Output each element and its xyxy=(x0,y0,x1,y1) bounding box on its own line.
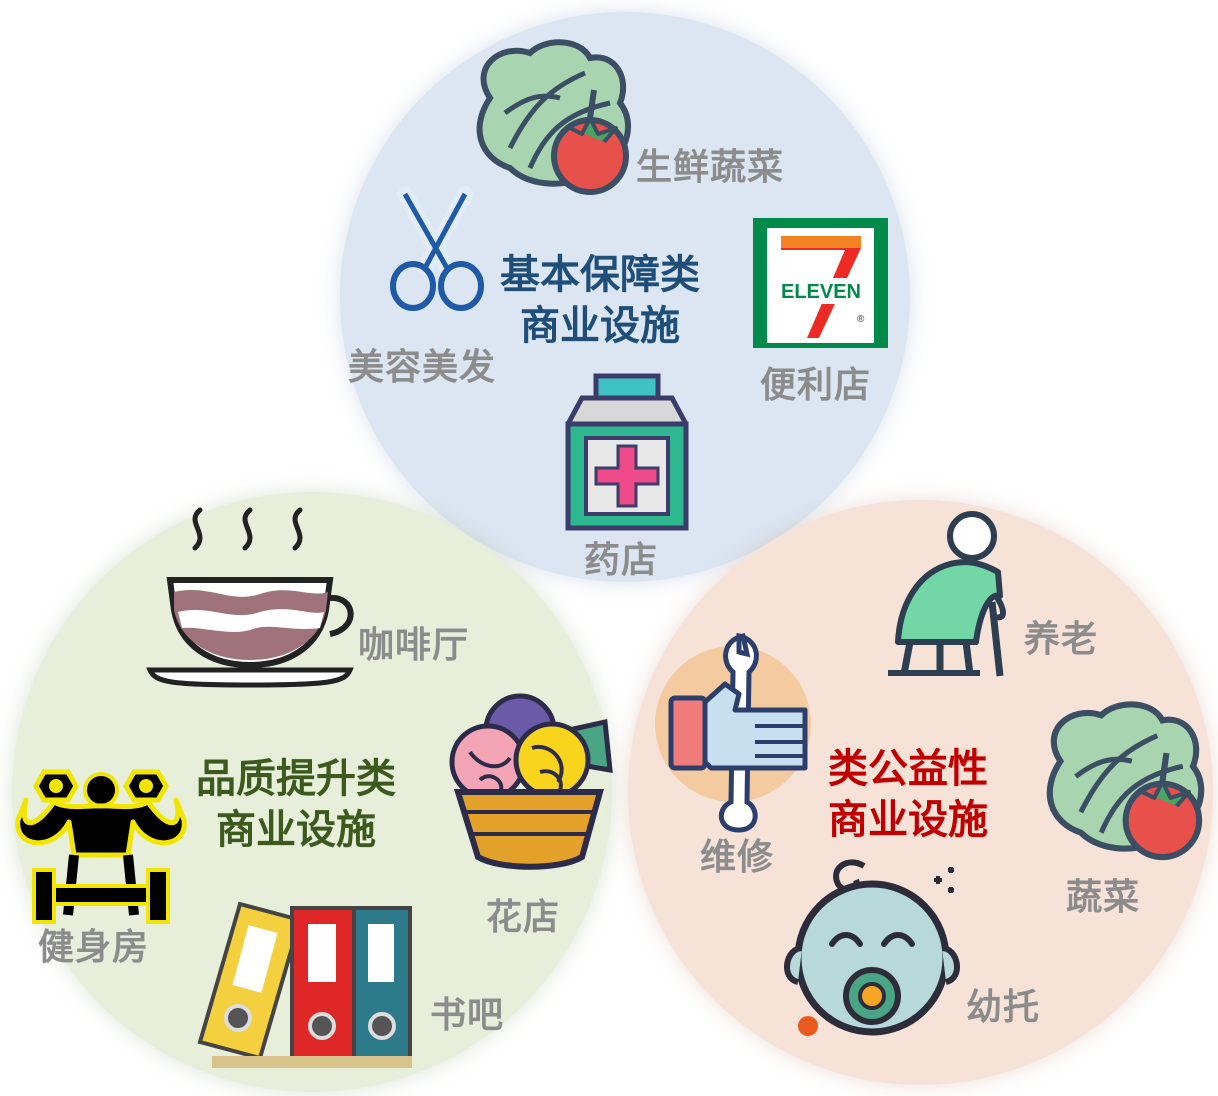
scissors-icon xyxy=(390,186,484,311)
lettuce-tomato-icon xyxy=(476,39,632,195)
welfare-group-title: 类公益性 商业设施 xyxy=(828,744,988,846)
label-pharmacy: 药店 xyxy=(584,540,659,581)
flower-basket-icon xyxy=(449,693,613,870)
quality-title-line1: 品质提升类 xyxy=(196,756,396,802)
medicine-bottle-icon xyxy=(565,373,689,531)
seven-eleven-text: ELEVEN xyxy=(781,281,861,303)
baby-icon xyxy=(784,859,960,1036)
label-florist: 花店 xyxy=(486,897,561,938)
registered-mark: ® xyxy=(857,314,865,325)
seven-eleven-logo-icon: ELEVEN ® xyxy=(753,218,888,348)
label-beauty: 美容美发 xyxy=(348,347,497,388)
coffee-cup-icon xyxy=(146,507,354,688)
binders-icon xyxy=(197,901,412,1068)
welfare-title-line1: 类公益性 xyxy=(828,746,988,792)
basic-group-title: 基本保障类 商业设施 xyxy=(500,250,700,352)
wrench-hand-icon xyxy=(655,632,811,833)
quality-title-line2: 商业设施 xyxy=(216,807,376,854)
label-gym: 健身房 xyxy=(38,927,150,968)
label-vegetables: 蔬菜 xyxy=(1066,877,1141,918)
lettuce-tomato-icon xyxy=(1046,701,1205,861)
label-childcare: 幼托 xyxy=(966,987,1041,1028)
welfare-title-line2: 商业设施 xyxy=(828,797,988,844)
elderly-person-icon xyxy=(888,511,1006,677)
label-fresh-veg: 生鲜蔬菜 xyxy=(636,147,785,188)
basic-title-line1: 基本保障类 xyxy=(500,252,700,298)
label-book-bar: 书吧 xyxy=(430,995,505,1036)
label-elderly: 养老 xyxy=(1024,619,1099,660)
label-cafe: 咖啡厅 xyxy=(358,625,470,666)
basic-title-line2: 商业设施 xyxy=(520,303,680,350)
label-repair: 维修 xyxy=(700,837,775,878)
bodybuilder-icon xyxy=(15,769,187,924)
quality-group-title: 品质提升类 商业设施 xyxy=(196,754,396,856)
label-convenience: 便利店 xyxy=(760,365,872,406)
